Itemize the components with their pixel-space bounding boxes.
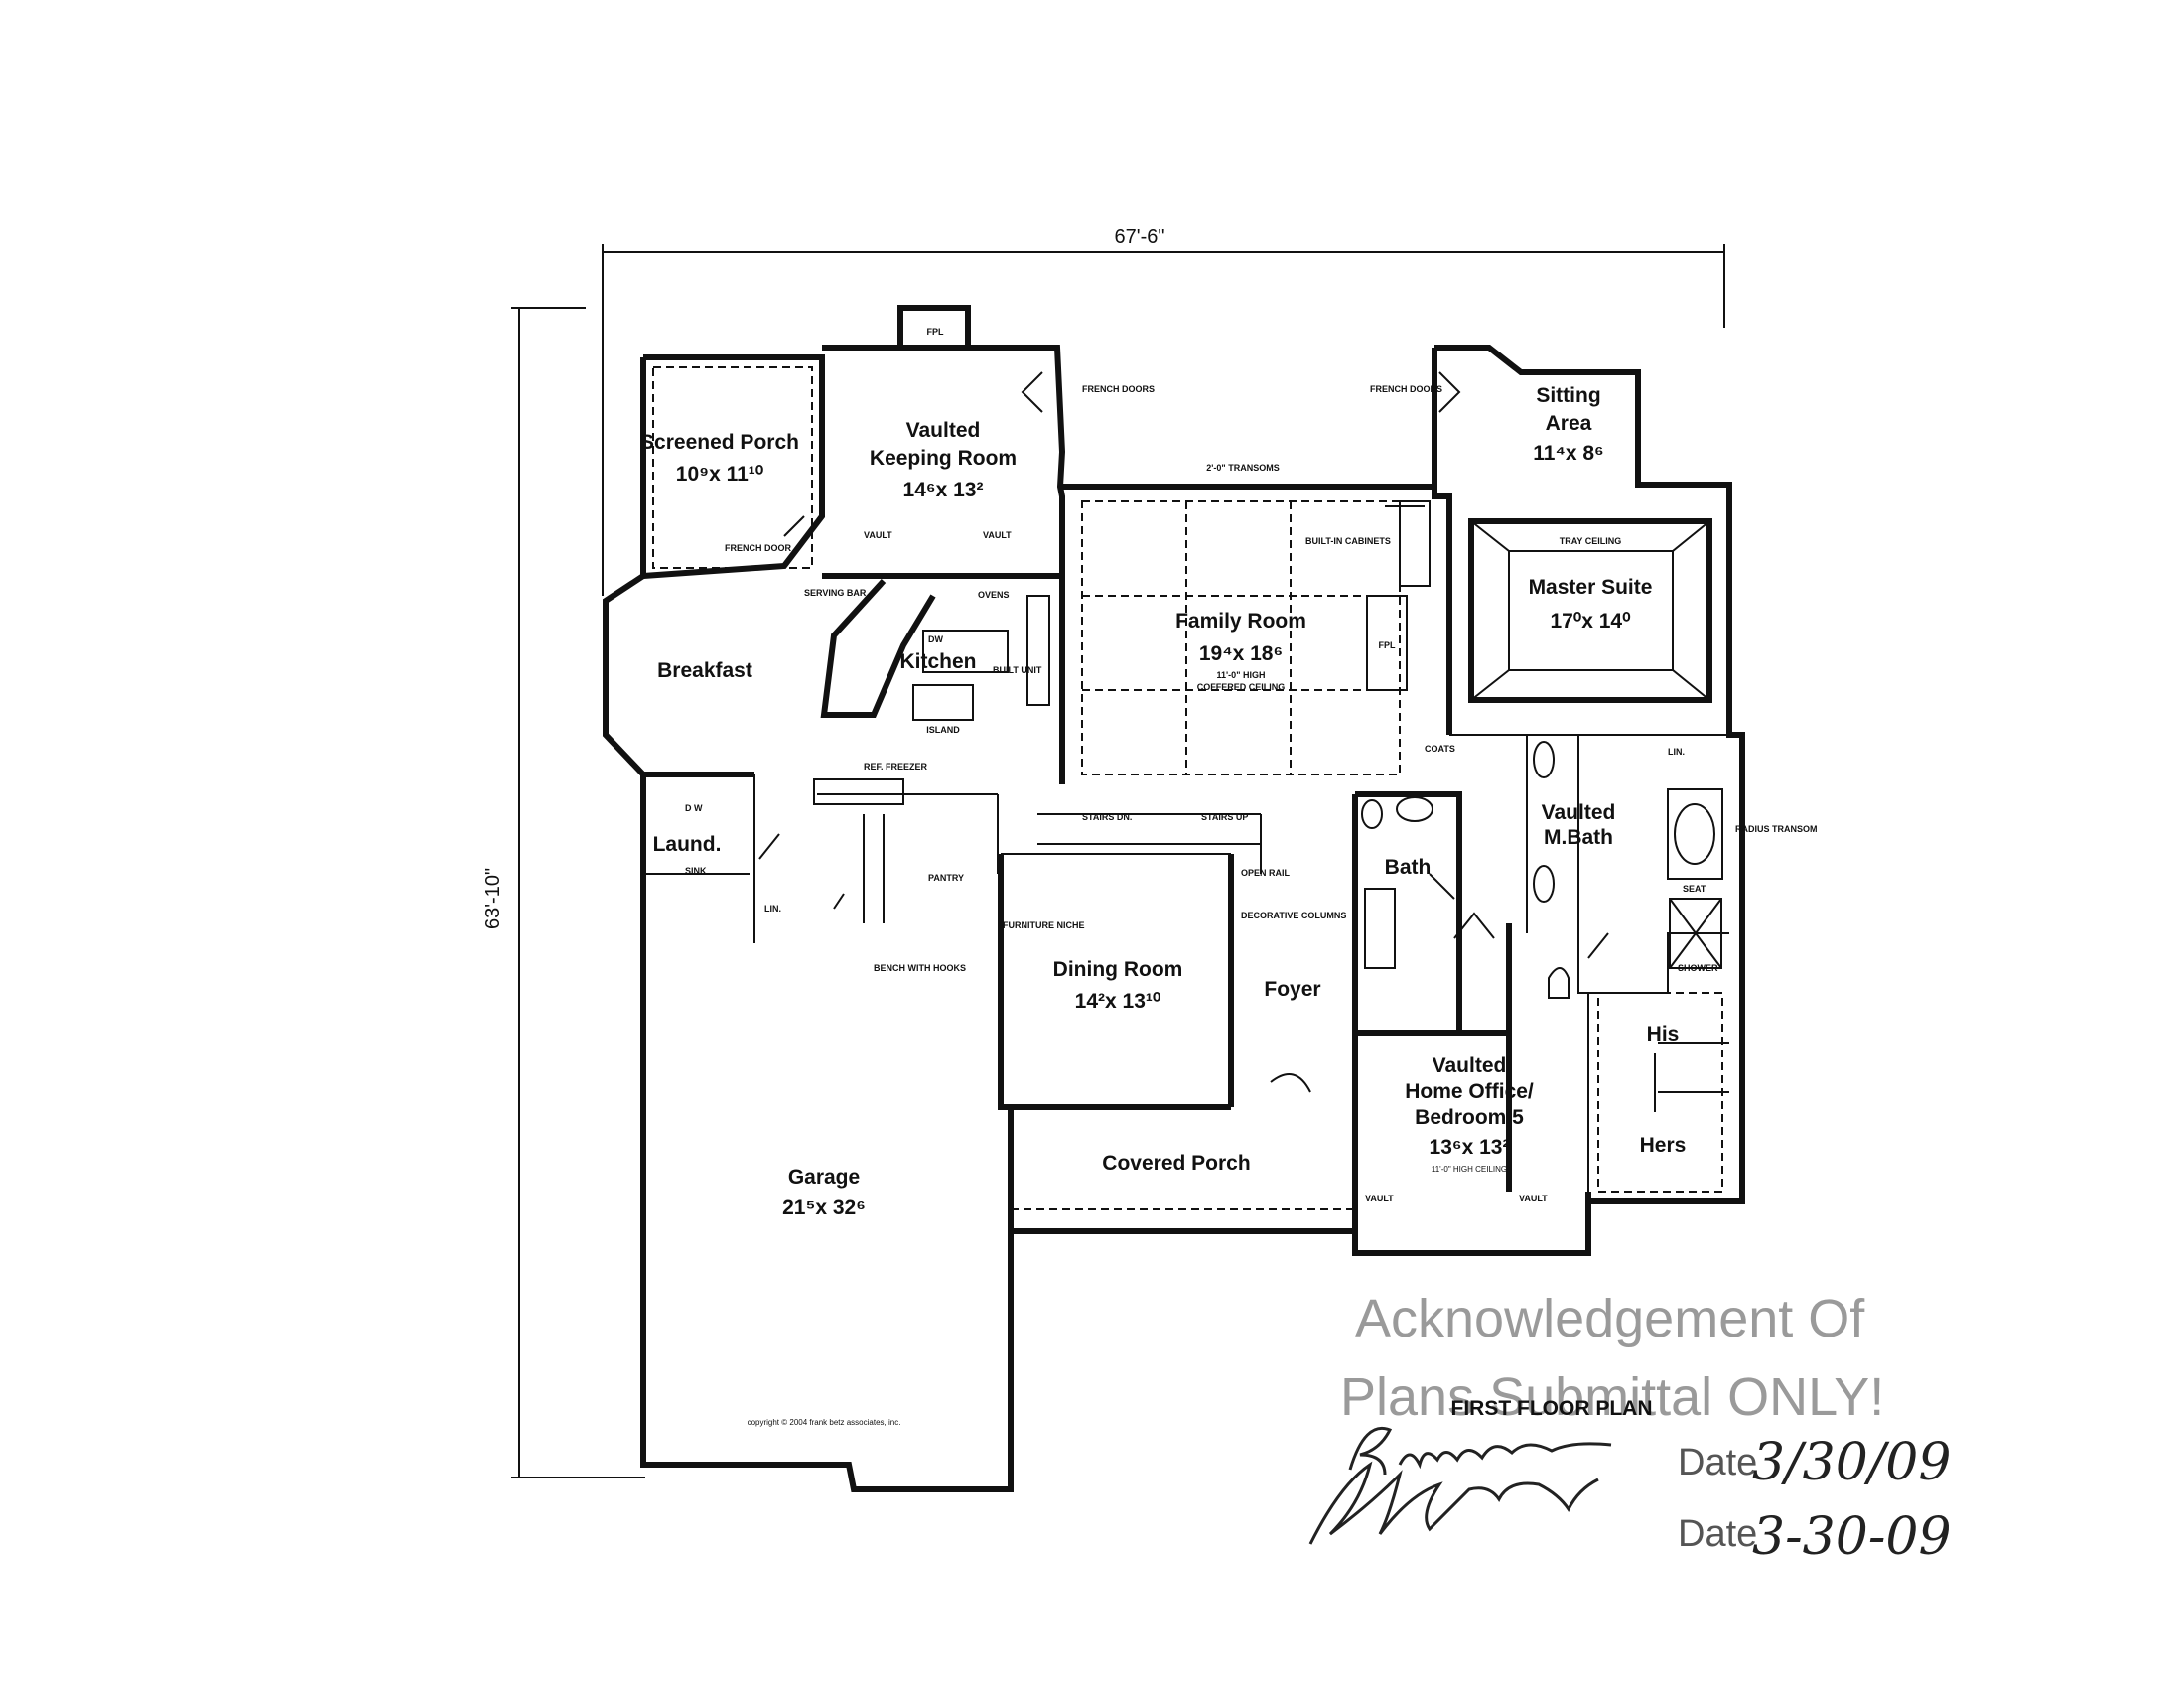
hers-name: Hers xyxy=(1640,1134,1687,1157)
note-decorative-columns: DECORATIVE COLUMNS xyxy=(1241,911,1346,920)
garage-size: 21⁵x 32⁶ xyxy=(782,1196,866,1219)
note-ovens: OVENS xyxy=(978,590,1010,600)
garage-name: Garage xyxy=(788,1166,860,1189)
stamp-line1: Acknowledgement Of xyxy=(1355,1289,1865,1348)
copyright-note: copyright © 2004 frank betz associates, … xyxy=(748,1418,901,1427)
note-wd: D W xyxy=(685,803,703,813)
master-bath-line2: M.Bath xyxy=(1544,826,1613,849)
signature-2 xyxy=(1308,1461,1599,1545)
note-sink: SINK xyxy=(685,866,707,876)
dining-room-name: Dining Room xyxy=(1053,958,1183,981)
note-transoms: 2'-0" TRANSOMS xyxy=(1206,463,1279,473)
note-vault-keep-right: VAULT xyxy=(983,530,1012,540)
note-radius-transom: RADIUS TRANSOM xyxy=(1735,824,1818,834)
home-office-line3: Bedroom 5 xyxy=(1415,1106,1524,1129)
bath-fixtures xyxy=(1361,741,1723,999)
screened-porch-size: 10⁹x 11¹⁰ xyxy=(676,463,764,486)
note-seat: SEAT xyxy=(1683,884,1706,894)
note-bench: BENCH WITH HOOKS xyxy=(874,963,966,973)
screened-porch-name: Screened Porch xyxy=(640,431,799,454)
note-pantry: PANTRY xyxy=(928,873,964,883)
master-suite-name: Master Suite xyxy=(1529,576,1653,599)
sitting-area-line1: Sitting xyxy=(1536,384,1600,407)
date-value-2: 3-30-09 xyxy=(1752,1507,1952,1567)
room-labels: Screened Porch 10⁹x 11¹⁰ Vaulted Keeping… xyxy=(640,384,1686,1219)
note-built-in-cabinets: BUILT-IN CABINETS xyxy=(1305,536,1391,546)
laundry-name: Laund. xyxy=(653,833,722,856)
note-lin-mbath: LIN. xyxy=(1668,747,1685,757)
ceiling-lines xyxy=(1081,500,1712,775)
note-french-door-porch: FRENCH DOOR xyxy=(725,543,791,553)
sitting-area-line2: Area xyxy=(1546,412,1592,435)
family-room-size: 19⁴x 18⁶ xyxy=(1199,642,1283,665)
note-open-rail: OPEN RAIL xyxy=(1241,868,1291,878)
master-suite-size: 17⁰x 14⁰ xyxy=(1550,610,1631,633)
covered-porch-name: Covered Porch xyxy=(1102,1152,1250,1175)
exterior-walls xyxy=(603,305,1745,1492)
note-lin-laund: LIN. xyxy=(764,904,781,914)
sitting-area-size: 11⁴x 8⁶ xyxy=(1533,442,1603,465)
note-shower: SHOWER xyxy=(1678,963,1718,973)
note-vault-keep-left: VAULT xyxy=(864,530,892,540)
note-dw: DW xyxy=(928,634,943,644)
master-bath-line1: Vaulted xyxy=(1542,801,1616,824)
date-value-1: 3/30/09 xyxy=(1752,1433,1951,1492)
note-built-unit: BUILT UNIT xyxy=(993,665,1042,675)
date-label-1: Date xyxy=(1678,1442,1757,1483)
foyer-name: Foyer xyxy=(1264,978,1320,1001)
home-office-size: 13⁶x 13² xyxy=(1430,1136,1510,1159)
dimension-lines: 67'-6" 63'-10" xyxy=(482,226,1725,1478)
note-furniture-niche: FURNITURE NICHE xyxy=(1003,920,1085,930)
overall-depth-label: 63'-10" xyxy=(482,868,504,929)
note-coffered: COFFERED CEILING xyxy=(1197,682,1286,692)
note-ref: REF. FREEZER xyxy=(864,762,928,772)
note-stairs-up: STAIRS UP xyxy=(1201,812,1248,822)
bath-name: Bath xyxy=(1385,856,1432,879)
his-name: His xyxy=(1647,1023,1680,1046)
note-vault-office-right: VAULT xyxy=(1519,1194,1548,1203)
interior-walls xyxy=(645,576,1729,1193)
note-serving-bar: SERVING BAR xyxy=(804,588,867,598)
note-french-doors-left: FRENCH DOORS xyxy=(1082,384,1155,394)
note-fpl-top: FPL xyxy=(927,327,945,337)
note-fpl-family: FPL xyxy=(1379,640,1397,650)
plan-title: FIRST FLOOR PLAN xyxy=(1451,1397,1653,1420)
home-office-line1: Vaulted xyxy=(1433,1055,1507,1077)
note-family-ceiling: 11'-0" HIGH xyxy=(1217,670,1266,680)
date-label-2: Date xyxy=(1678,1513,1757,1555)
keeping-room-line2: Keeping Room xyxy=(870,447,1017,470)
signature-1 xyxy=(1348,1427,1612,1476)
family-room-name: Family Room xyxy=(1175,610,1306,633)
note-stairs-dn: STAIRS DN. xyxy=(1082,812,1132,822)
plan-notes: FPL FPL FRENCH DOORS FRENCH DOORS FRENCH… xyxy=(685,327,1818,1427)
keeping-room-size: 14⁶x 13² xyxy=(903,479,984,501)
home-office-line2: Home Office/ xyxy=(1405,1080,1534,1103)
dining-room-size: 14²x 13¹⁰ xyxy=(1075,990,1161,1013)
doors xyxy=(758,371,1609,1093)
keeping-room-line1: Vaulted xyxy=(906,419,981,442)
note-french-doors-right: FRENCH DOORS xyxy=(1370,384,1442,394)
stamp-line2: Plans Submittal ONLY! xyxy=(1340,1367,1884,1427)
home-office-ceiling: 11'-0" HIGH CEILING xyxy=(1432,1165,1507,1174)
breakfast-name: Breakfast xyxy=(657,659,752,682)
overall-width-label: 67'-6" xyxy=(1115,226,1165,248)
note-island: ISLAND xyxy=(926,725,960,735)
kitchen-name: Kitchen xyxy=(899,650,976,673)
acknowledgement-stamp: Acknowledgement Of Plans Submittal ONLY!… xyxy=(1308,1289,1952,1567)
note-coats: COATS xyxy=(1425,744,1455,754)
kitchen-fixtures xyxy=(813,578,1050,805)
note-vault-office-left: VAULT xyxy=(1365,1194,1394,1203)
note-tray-ceiling: TRAY CEILING xyxy=(1560,536,1622,546)
